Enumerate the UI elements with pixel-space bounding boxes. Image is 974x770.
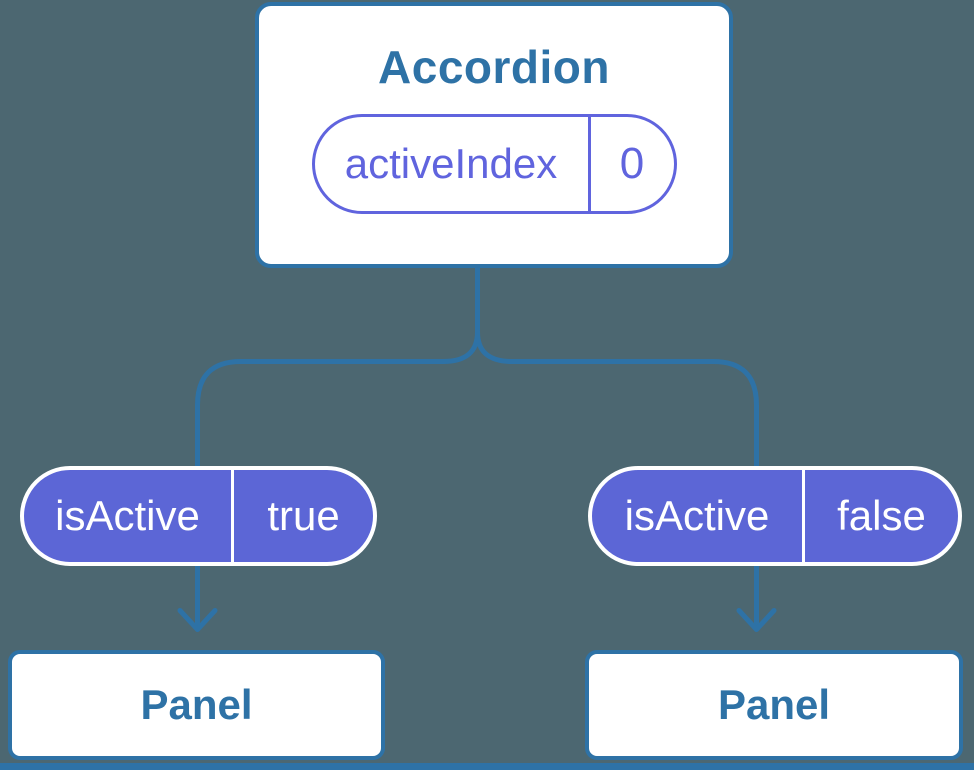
prop-value: true <box>267 492 340 539</box>
prop-pill-right: isActive false <box>588 466 962 566</box>
pill-divider <box>231 470 234 562</box>
branch-right-line <box>475 329 759 478</box>
panel-node-left: Panel <box>8 650 385 760</box>
prop-name: isActive <box>55 492 200 539</box>
branch-left-line <box>195 265 480 478</box>
prop-pill-left: isActive true <box>20 466 377 566</box>
arrow-down-icon <box>736 608 777 632</box>
pill-divider <box>802 470 805 562</box>
prop-name: isActive <box>624 492 770 539</box>
panel-node-right: Panel <box>585 650 963 760</box>
accordion-node: Accordion activeIndex 0 <box>255 2 733 268</box>
state-value: 0 <box>619 139 645 188</box>
arrow-down-icon <box>177 608 218 632</box>
state-name: activeIndex <box>344 140 558 187</box>
accordion-title: Accordion <box>378 41 610 93</box>
pill-divider <box>587 117 591 211</box>
prop-value: false <box>837 492 926 539</box>
cropped-bottom-line <box>0 763 974 770</box>
state-pill: activeIndex 0 <box>311 114 677 214</box>
